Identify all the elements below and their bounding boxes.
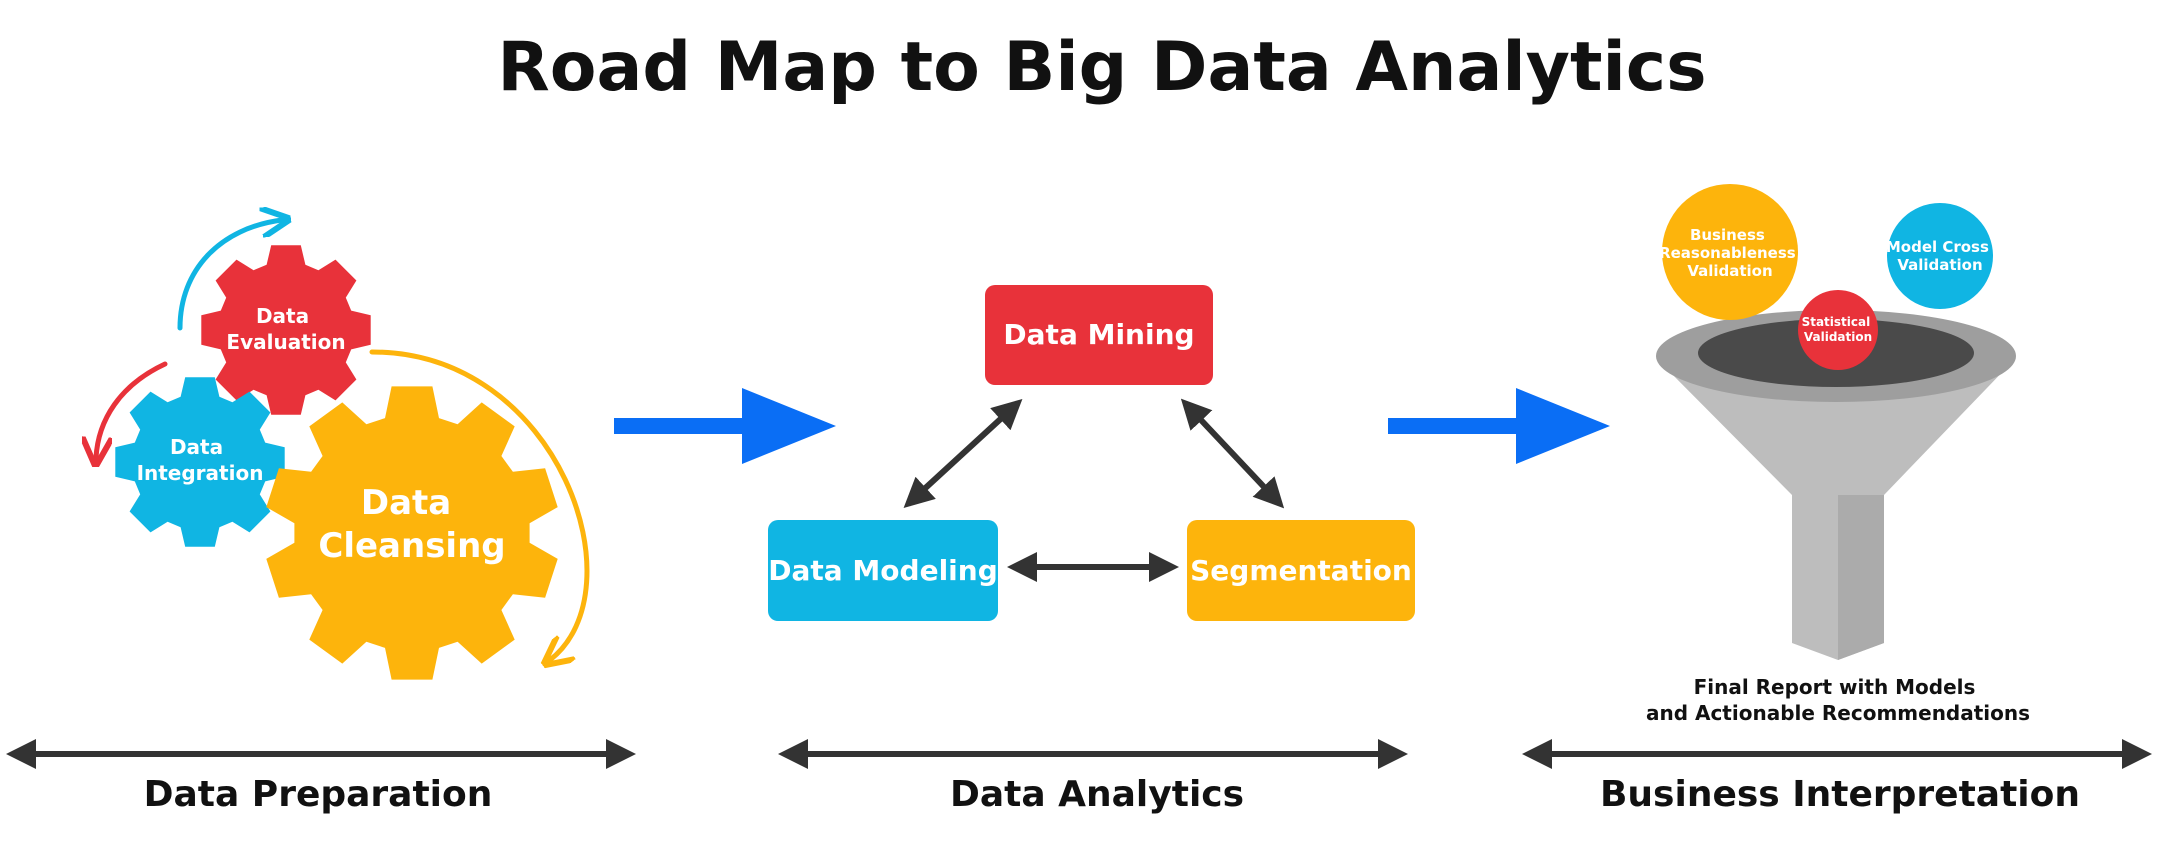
box-data-modeling: Data Modeling [768,520,998,621]
cycle-arrow-red [96,361,168,458]
svg-text:Data Cleansing: Data Cleansing [318,483,505,566]
double-arrow-mining-modeling [903,398,1023,509]
cycle-arrow-orange [369,349,590,660]
box-label: Data Modeling [768,554,997,587]
stage-label-interpretation: Business Interpretation [1600,774,2080,815]
svg-text:Model Cross Validation: Model Cross Validation [1886,238,1994,274]
final-report-caption: Final Report with Models and Actionable … [1646,675,2030,725]
box-label: Segmentation [1190,554,1412,587]
transition-arrow-2 [1388,388,1610,464]
double-arrow-mining-segmentation [1180,398,1285,509]
caption-line2: and Actionable Recommendations [1646,701,2030,725]
transition-arrow-1 [614,388,836,464]
gear-label-line1: Data [361,483,451,523]
gear-label-line2: Cleansing [318,526,505,566]
circle-label-line1: Statistical [1802,315,1871,329]
gear-label-line2: Evaluation [226,330,345,354]
gear-icon [115,377,285,547]
circle-label-line2: Validation [1804,330,1872,344]
stage-label-preparation: Data Preparation [144,774,493,815]
gear-label-line2: Integration [137,461,264,485]
page-title: Road Map to Big Data Analytics [497,28,1706,107]
circle-label-line2: Validation [1897,256,1982,274]
cycle-arrow-blue [177,220,282,331]
circle-label-line3: Validation [1687,262,1772,280]
box-data-mining: Data Mining [985,285,1213,385]
caption-line1: Final Report with Models [1694,675,1976,699]
gear-data-cleansing: Data Cleansing [266,386,558,680]
gear-data-integration: Data Integration [115,377,285,547]
circle-label-line1: Model Cross [1886,238,1989,256]
gear-icon [201,245,371,415]
svg-text:Statistical Validation: Statistical Validation [1802,315,1875,344]
stage-label-analytics: Data Analytics [950,774,1244,815]
circle-model-cross-validation: Model Cross Validation [1886,203,1994,309]
circle-label-line2: Reasonableness [1659,244,1796,262]
svg-text:Data Integration: Data Integration [137,435,264,485]
gear-data-evaluation: Data Evaluation [201,245,371,415]
gear-icon [266,386,558,680]
svg-text:Business Reasonableness: Business Reasonableness Validation [1659,226,1801,280]
gear-label-line1: Data [170,435,223,459]
circle-label-line1: Business [1690,226,1765,244]
box-segmentation: Segmentation [1187,520,1415,621]
gear-label-line1: Data [256,304,309,328]
circle-business-reasonableness: Business Reasonableness Validation [1659,184,1801,320]
circle-statistical-validation: Statistical Validation [1798,290,1878,370]
svg-text:Data Evaluation: Data Evaluation [226,304,345,354]
box-label: Data Mining [1003,318,1194,351]
